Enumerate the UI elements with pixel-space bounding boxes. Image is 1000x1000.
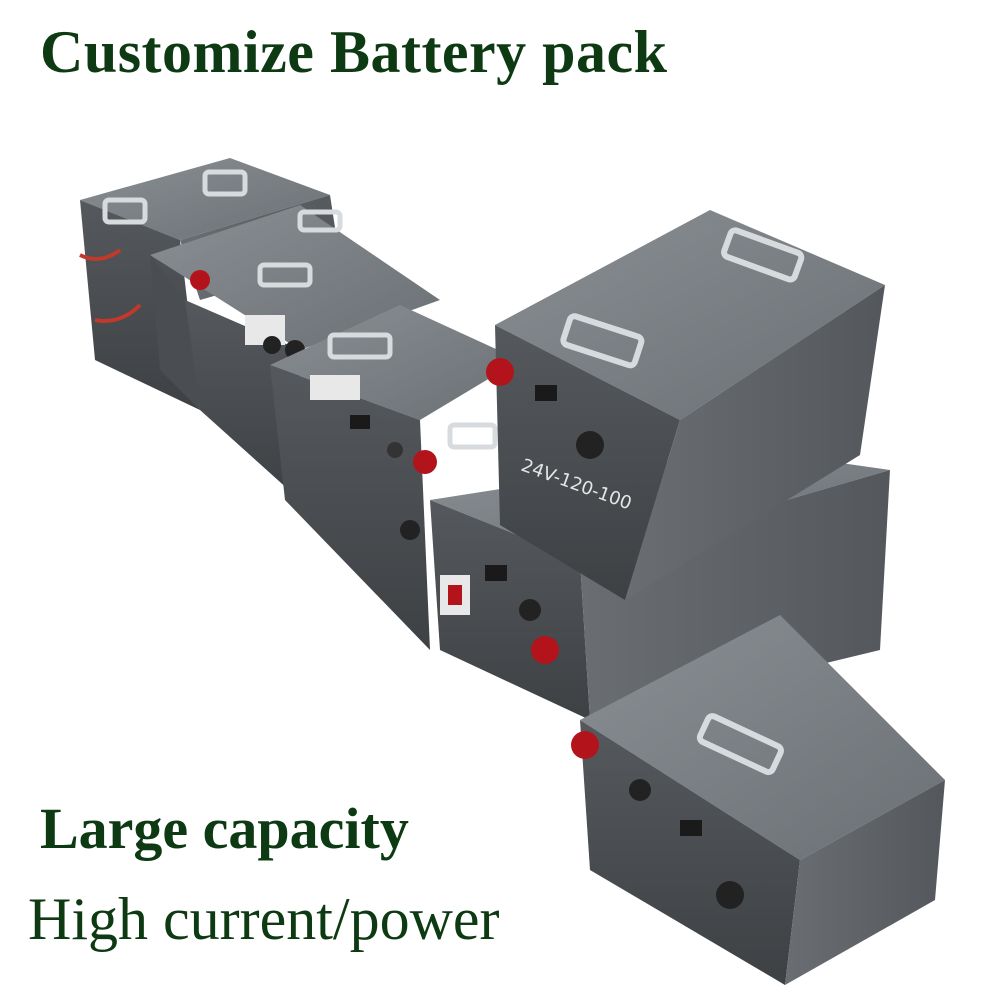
display-icon [485,565,507,581]
headline: Customize Battery pack [40,19,668,85]
terminal-icon [413,450,437,474]
handle-icon [202,169,248,197]
handle-icon [560,313,645,369]
terminal-icon [190,270,210,290]
handle-icon [447,422,498,450]
handle-icon [102,197,148,225]
battery-pack-center [270,305,520,650]
terminal-icon [571,731,599,759]
terminal-icon [531,636,559,664]
handle-icon [327,332,393,360]
display-icon [350,415,370,429]
handle-icon [257,262,313,288]
handle-icon [721,227,805,283]
feature-high-current: High current/power [28,886,500,952]
feature-large-capacity: Large capacity [40,796,409,861]
terminal-icon [486,358,514,386]
handle-icon [297,209,343,233]
battery-pack-middle-left [150,205,440,500]
battery-pack-top-right: 24V-120-100 [486,210,885,600]
handle-icon [696,713,784,776]
knob-icon [716,881,744,909]
knob-icon [576,431,604,459]
battery-pack-bottom-right [571,615,945,985]
display-icon [535,385,557,401]
breaker-switch-icon [310,375,360,400]
display-icon [680,820,702,836]
